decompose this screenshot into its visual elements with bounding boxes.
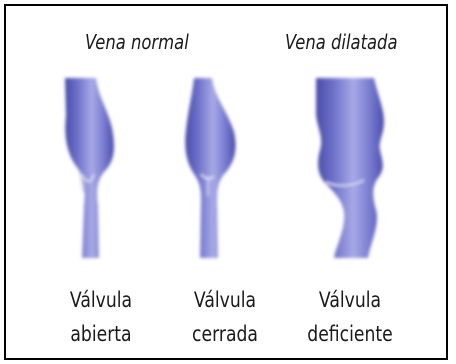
caption-closed-line1: Válvula	[180, 283, 270, 317]
caption-closed-valve: Válvula cerrada	[180, 283, 270, 351]
vein-closed-valve	[185, 78, 235, 258]
caption-open-line2: abierta	[56, 317, 146, 351]
caption-closed-line2: cerrada	[180, 317, 270, 351]
caption-open-line1: Válvula	[56, 283, 146, 317]
caption-deficient-line1: Válvula	[301, 283, 399, 317]
vein-deficient-valve	[316, 78, 384, 258]
caption-deficient-valve: Válvula deficiente	[301, 283, 399, 351]
caption-open-valve: Válvula abierta	[56, 283, 146, 351]
vein-open-valve	[65, 78, 114, 258]
caption-deficient-line2: deficiente	[301, 317, 399, 351]
